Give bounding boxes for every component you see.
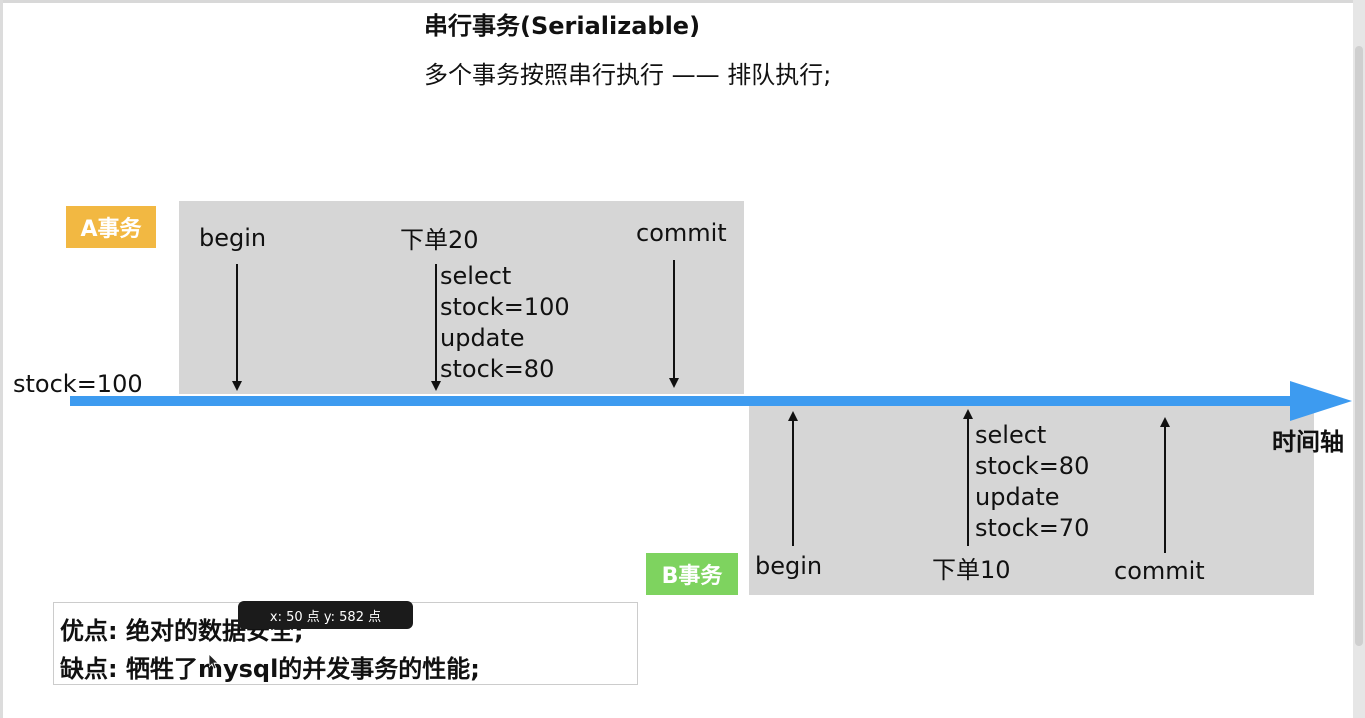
scrollbar-thumb[interactable]: [1355, 46, 1363, 646]
transaction-a-begin: begin: [199, 224, 267, 252]
transaction-a-order: 下单20: [400, 226, 479, 254]
transaction-a-op: update: [440, 324, 525, 352]
transaction-b-commit: commit: [1114, 557, 1205, 585]
transaction-a-panel: [179, 201, 744, 394]
transaction-b-ops: select stock=80 update stock=70: [975, 420, 1089, 544]
page-title: 串行事务(Serializable): [424, 12, 701, 40]
transaction-b-panel: [749, 402, 1314, 595]
transaction-b-op: update: [975, 483, 1060, 511]
transaction-a-op: stock=100: [440, 293, 570, 321]
window-top-edge: [0, 0, 1365, 3]
transaction-a-op: stock=80: [440, 355, 555, 383]
time-axis-arrowhead: [1290, 381, 1352, 421]
coordinate-tooltip: x: 50 点 y: 582 点: [238, 601, 413, 629]
transaction-a-commit: commit: [636, 219, 727, 247]
page-subtitle: 多个事务按照串行执行 —— 排队执行;: [424, 61, 832, 89]
vertical-scrollbar[interactable]: [1353, 0, 1365, 718]
transaction-b-tag: B事务: [646, 553, 738, 595]
time-axis-label: 时间轴: [1272, 428, 1344, 456]
mouse-cursor-icon: [209, 654, 219, 670]
transaction-b-op: select: [975, 421, 1047, 449]
transaction-a-tag: A事务: [66, 206, 156, 248]
transaction-b-begin: begin: [755, 552, 823, 580]
initial-stock-label: stock=100: [13, 370, 143, 398]
transaction-a-ops: select stock=100 update stock=80: [440, 261, 570, 385]
transaction-b-op: stock=70: [975, 514, 1090, 542]
transaction-b-order: 下单10: [932, 556, 1011, 584]
transaction-b-op: stock=80: [975, 452, 1090, 480]
transaction-a-op: select: [440, 262, 512, 290]
window-left-edge: [0, 0, 3, 718]
cons-text: 缺点: 牺牲了mysql的并发事务的性能;: [60, 655, 480, 683]
